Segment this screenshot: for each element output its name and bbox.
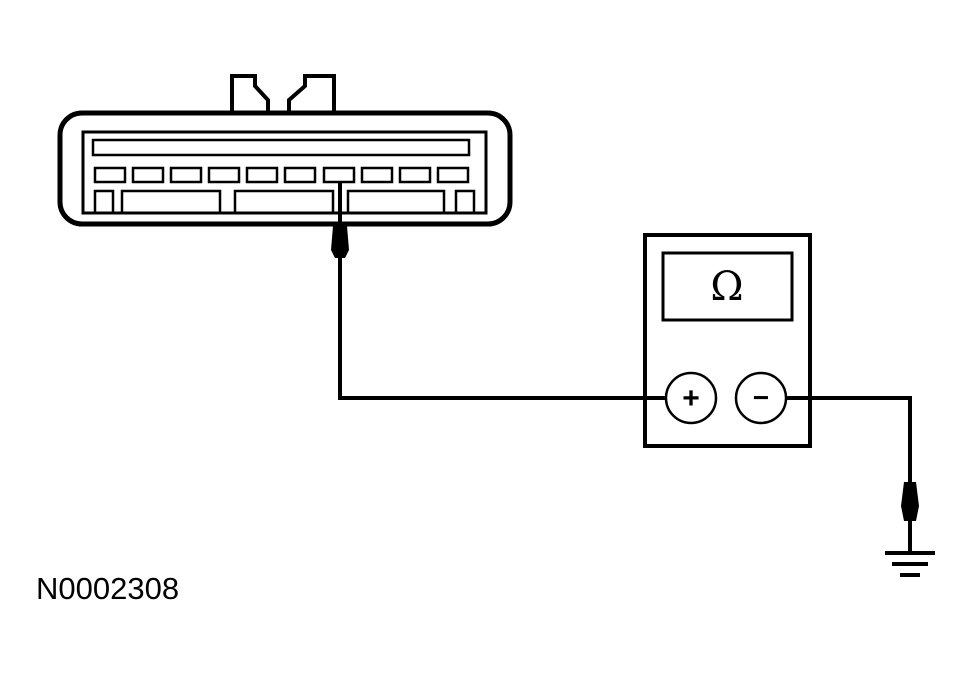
positive-terminal: + xyxy=(664,371,718,425)
probe-tip-icon xyxy=(331,182,349,258)
negative-terminal: − xyxy=(734,371,788,425)
connector-icon xyxy=(57,74,513,227)
ohmmeter-icon: Ω + − xyxy=(643,233,812,448)
figure-id-label: N0002308 xyxy=(36,571,180,606)
negative-test-lead xyxy=(786,396,912,484)
bottom-cavity-row xyxy=(93,189,476,215)
terminal-cavity-row xyxy=(93,166,470,184)
ground-probe-icon xyxy=(901,482,919,552)
ground-symbol-icon xyxy=(885,551,935,577)
negative-terminal-label: − xyxy=(753,382,769,413)
ohmmeter-display-symbol: Ω xyxy=(710,264,743,310)
positive-terminal-label: + xyxy=(682,382,700,415)
positive-test-lead xyxy=(338,258,668,400)
